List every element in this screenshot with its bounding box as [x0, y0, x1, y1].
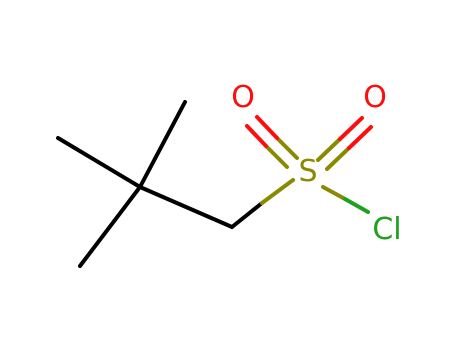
- atom-label-oxygen-right: O: [363, 80, 387, 115]
- atom-label-oxygen-left: O: [231, 80, 255, 115]
- bond-ch2-s-sulfur-half: [260, 178, 295, 205]
- bond-methyl-lower: [78, 185, 142, 268]
- bond-s-o-left: [245, 115, 299, 169]
- bond-methyl-upper-left: [56, 136, 142, 189]
- bond-s-cl-chlorine-half: [343, 197, 370, 214]
- atom-label-sulfur: S: [298, 154, 317, 189]
- bond-s-cl-sulfur-half: [321, 185, 347, 201]
- bond-s-o-right: [316, 116, 373, 171]
- bond-ch2-s-carbon-half: [230, 201, 264, 229]
- atom-label-chlorine: Cl: [372, 212, 401, 247]
- bond-quaternary-to-ch2: [138, 185, 234, 229]
- bond-methyl-top: [138, 100, 187, 189]
- carbon-skeleton: [56, 100, 234, 268]
